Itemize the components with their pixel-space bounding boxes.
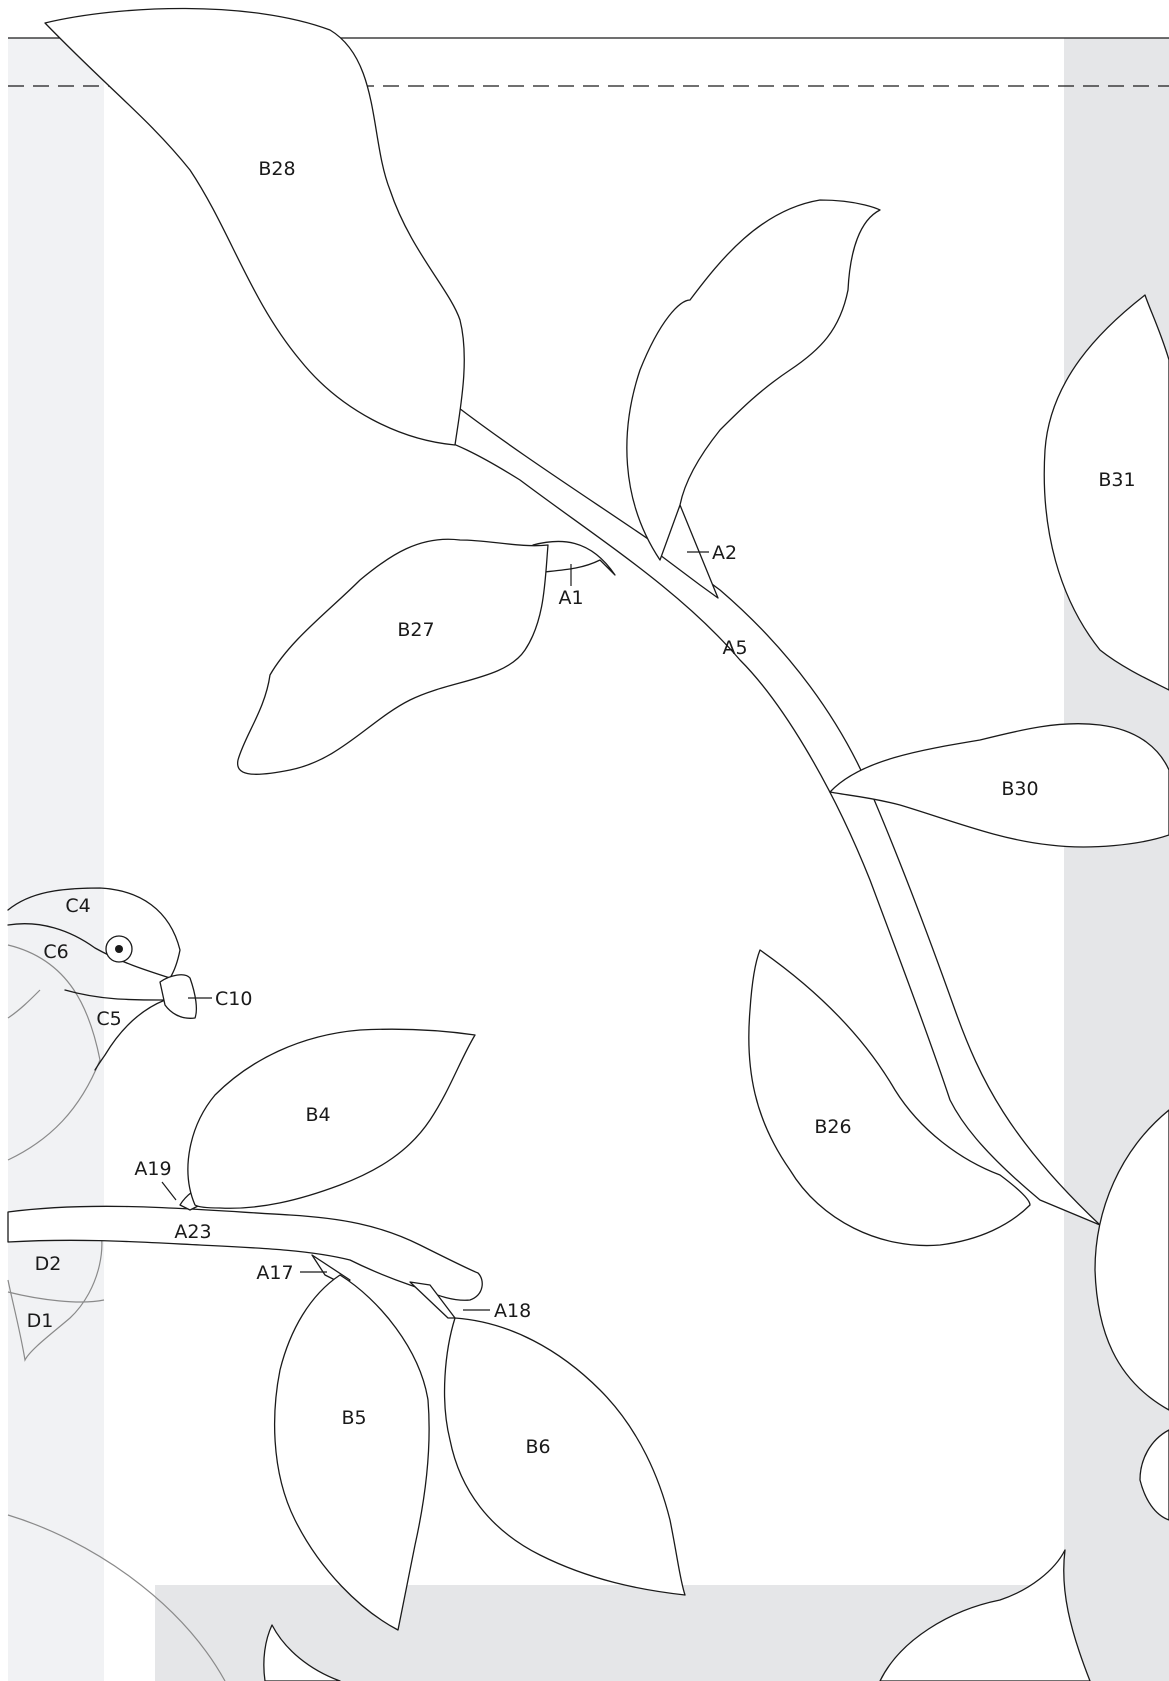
leaf-right-bottom (1139, 1429, 1169, 1521)
leaf-b27 (237, 538, 549, 775)
leaf-b28 (44, 7, 465, 446)
label-a17: A17 (256, 1262, 293, 1284)
bird-throat-c5 (64, 989, 166, 1071)
label-b4: B4 (305, 1104, 330, 1126)
stem-a1 (532, 540, 616, 576)
label-d1: D1 (27, 1310, 54, 1332)
bird-head-c4 (7, 887, 181, 979)
label-b30: B30 (1001, 778, 1038, 800)
leaf-b26 (748, 949, 1031, 1247)
bird-eye-pupil (115, 945, 123, 953)
left-overlap-zone (8, 38, 104, 1681)
leaf-bottom-right (879, 1549, 1091, 1681)
label-a5: A5 (722, 637, 747, 659)
label-c6: C6 (43, 941, 68, 963)
label-a1: A1 (558, 587, 583, 609)
label-a19: A19 (134, 1158, 171, 1180)
overlap-d-leaf-divider (7, 1291, 105, 1303)
label-c10: C10 (215, 988, 252, 1010)
leaf-b4 (187, 1028, 476, 1209)
label-b26: B26 (814, 1116, 851, 1138)
stem-a5 (424, 404, 1101, 1226)
label-a23: A23 (174, 1221, 211, 1243)
leaf-b30 (829, 723, 1169, 848)
label-c5: C5 (96, 1008, 121, 1030)
leaf-b31 (1043, 294, 1169, 691)
stem-a23 (7, 1205, 483, 1301)
label-b6: B6 (525, 1436, 550, 1458)
label-d2: D2 (35, 1253, 62, 1275)
label-a18: A18 (494, 1300, 531, 1322)
label-a2: A2 (712, 542, 737, 564)
leaf-right-lower (1094, 1109, 1169, 1411)
leaf-b6 (443, 1317, 686, 1596)
right-overlap-zone (1064, 38, 1169, 1681)
leader-a19 (161, 1181, 177, 1201)
leaf-b5 (273, 1274, 430, 1631)
overlap-bird-body-outline (7, 944, 101, 1161)
leaf-bottom-left (263, 1624, 341, 1681)
label-b27: B27 (397, 619, 434, 641)
label-b31: B31 (1098, 469, 1135, 491)
overlap-bird-wing-outline (7, 989, 41, 1019)
bird-beak-c10 (159, 974, 197, 1019)
label-c4: C4 (65, 895, 90, 917)
bird-eye-ring (7, 923, 171, 979)
leaf-upper-right (626, 199, 881, 561)
overlap-bottom-curve (7, 1514, 226, 1681)
label-b5: B5 (341, 1407, 366, 1429)
label-b28: B28 (258, 158, 295, 180)
